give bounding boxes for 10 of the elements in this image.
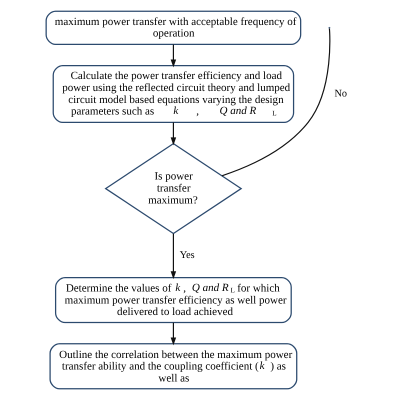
node-box: maximum power transfer with acceptable frequency of operation: [46, 10, 302, 46]
arrow: [170, 234, 176, 280]
node-diamond: Is power transfer maximum?: [104, 142, 242, 234]
edge-label: Yes: [180, 250, 195, 262]
connector: [222, 28, 330, 176]
arrow: [170, 44, 176, 68]
edge-label: No: [334, 88, 348, 100]
arrow: [170, 322, 176, 346]
node-box: Outline the correlation between the maximum power transfer ability and the coupling coefficient (k) as well as: [49, 343, 298, 390]
arrow: [170, 122, 176, 146]
